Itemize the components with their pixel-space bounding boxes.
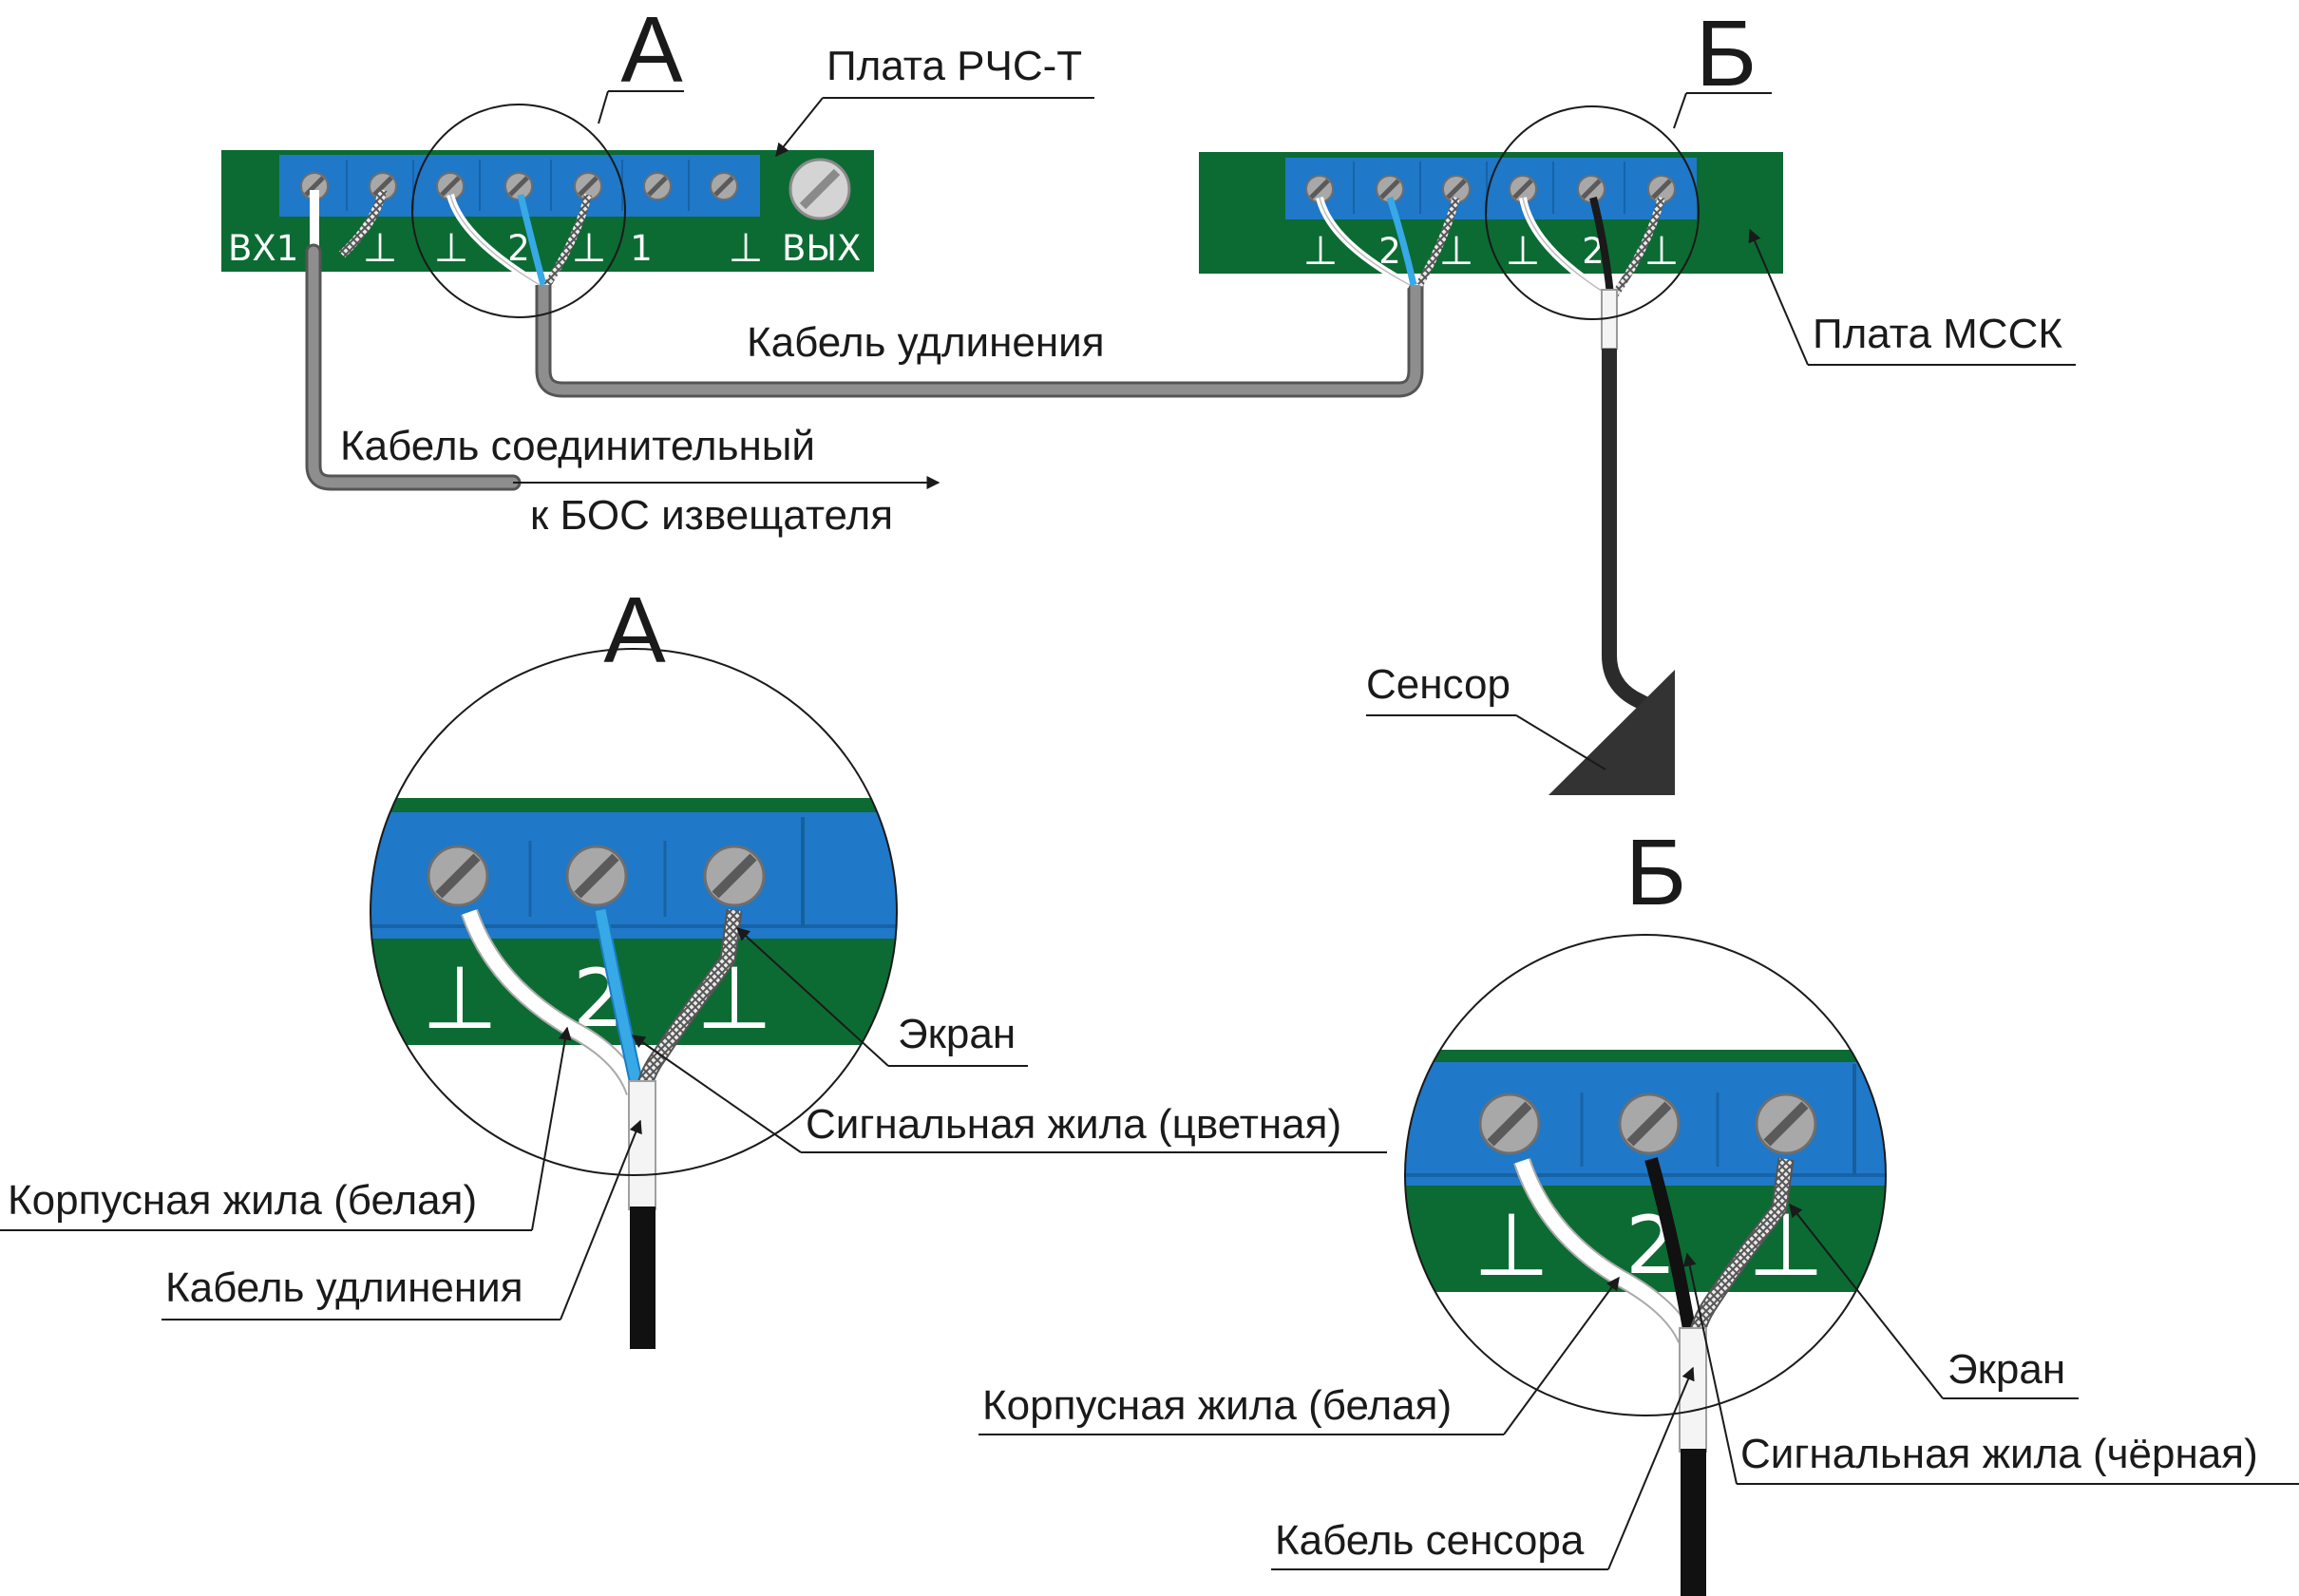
terminal-label-signal: 2 bbox=[507, 228, 530, 269]
label-board-rchs: Плата РЧС-Т bbox=[826, 43, 1082, 89]
screw-icon bbox=[644, 173, 671, 200]
detail-b-screen-label: Экран bbox=[1948, 1346, 2065, 1393]
board-rchs: ВХ1 ⊥ ⊥ 2 ⊥ 1 ⊥ ВЫХ bbox=[221, 150, 874, 272]
connecting-cable bbox=[305, 188, 940, 491]
adjust-potentiometer-icon bbox=[788, 158, 851, 220]
detail-letter-b: Б bbox=[1625, 820, 1686, 924]
terminal-label-signal: 2 bbox=[1582, 231, 1605, 272]
label-connecting-cable: Кабель соединительный bbox=[340, 423, 815, 469]
zoom-circle-b bbox=[1485, 105, 1700, 320]
screw-icon bbox=[428, 846, 487, 905]
terminal-label-gnd: ⊥ bbox=[1506, 227, 1541, 274]
cable-wires-a bbox=[446, 193, 592, 289]
detail-b-signal-core-label: Сигнальная жила (чёрная) bbox=[1740, 1431, 2258, 1477]
screw-icon bbox=[705, 846, 764, 905]
detail-a-body-core-label: Корпусная жила (белая) bbox=[8, 1177, 477, 1224]
terminal-label-gnd: ⊥ bbox=[363, 224, 398, 271]
terminal-label-signal: 2 bbox=[1378, 231, 1401, 272]
screw-icon bbox=[1480, 1094, 1539, 1153]
extension-cable bbox=[535, 285, 1424, 398]
view-letter-b: Б bbox=[1696, 1, 1757, 105]
detail-a-gnd-label: ⊥ bbox=[422, 947, 498, 1049]
detail-b-wires bbox=[1512, 1157, 1795, 1596]
terminal-label-gnd: ⊥ bbox=[434, 224, 469, 271]
terminal-label-gnd: ⊥ bbox=[1303, 227, 1339, 274]
sensor-cable bbox=[1519, 196, 1665, 718]
screw-icon bbox=[567, 846, 626, 905]
extension-wires-mssk bbox=[1316, 196, 1460, 289]
detail-circle-a bbox=[370, 648, 898, 1176]
sensor-icon bbox=[1548, 670, 1675, 795]
detail-b-cable-label: Кабель сенсора bbox=[1275, 1517, 1585, 1564]
label-to-bos: к БОС извещателя bbox=[530, 492, 893, 539]
detail-b-body-core-label: Корпусная жила (белая) bbox=[982, 1382, 1452, 1429]
label-board-mssk: Плата МССК bbox=[1813, 311, 2062, 357]
terminal-label-1: 1 bbox=[630, 228, 653, 269]
terminal-label-gnd: ⊥ bbox=[729, 224, 764, 271]
detail-a-cable-label: Кабель удлинения bbox=[165, 1264, 523, 1311]
detail-a-board bbox=[370, 798, 897, 1045]
view-letter-a: А bbox=[620, 0, 683, 102]
detail-a-screen-label: Экран bbox=[898, 1011, 1016, 1057]
label-extension-cable: Кабель удлинения bbox=[747, 319, 1105, 366]
terminal-label-out: ВЫХ bbox=[782, 228, 861, 269]
label-sensor: Сенсор bbox=[1366, 661, 1510, 708]
detail-a-signal-core-label: Сигнальная жила (цветная) bbox=[806, 1101, 1341, 1148]
detail-letter-a: А bbox=[603, 578, 666, 682]
board-mssk: ⊥ 2 ⊥ ⊥ 2 ⊥ bbox=[1199, 152, 1783, 274]
screw-icon bbox=[1620, 1094, 1679, 1153]
screw-icon bbox=[1757, 1094, 1815, 1153]
terminal-label-in1: ВХ1 bbox=[228, 228, 298, 269]
screw-icon bbox=[711, 173, 737, 200]
detail-circle-b bbox=[1404, 934, 1887, 1416]
zoom-circle-a bbox=[411, 104, 626, 318]
